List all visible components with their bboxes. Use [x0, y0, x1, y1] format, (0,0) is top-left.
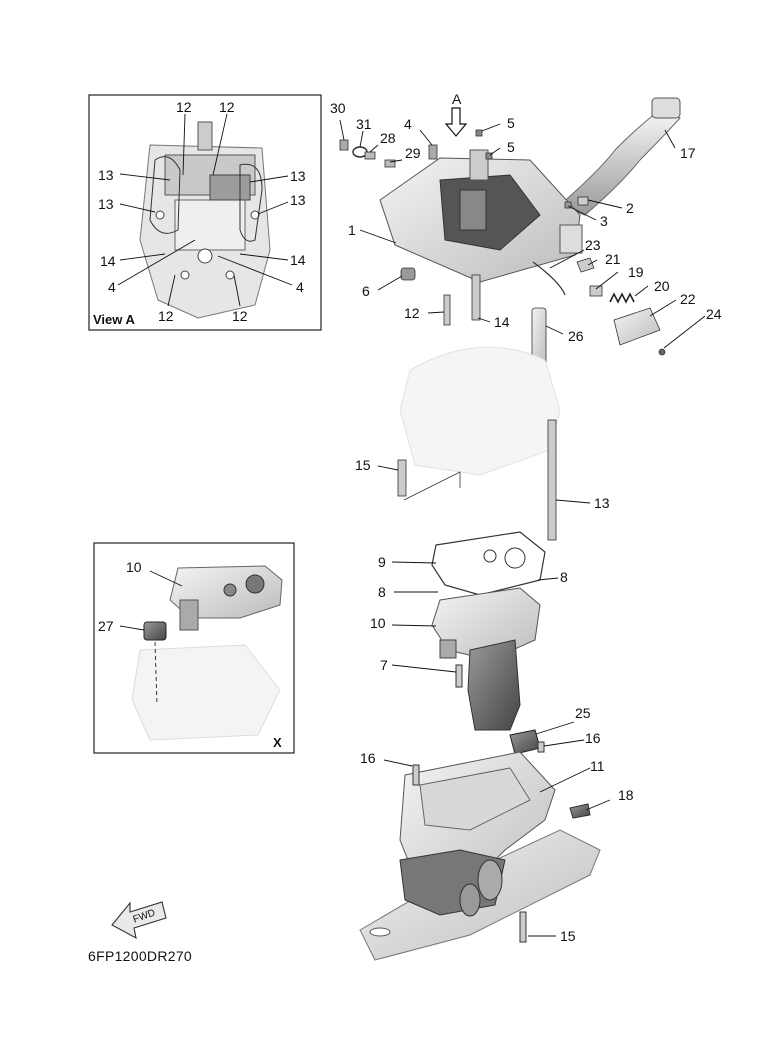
drawing-code: 6FP1200DR270 — [88, 948, 192, 964]
callout-8b: 8 — [560, 569, 568, 585]
view-x-ghost-housing — [131, 644, 281, 741]
callout-13: 13 — [594, 495, 610, 511]
callout-a-4b: 4 — [296, 279, 304, 295]
view-a-inset — [88, 94, 322, 331]
callout-26: 26 — [568, 328, 584, 344]
callout-16b: 16 — [360, 750, 376, 766]
view-x-inset — [93, 542, 295, 754]
callout-a-13d: 13 — [290, 192, 306, 208]
callout-4: 4 — [404, 116, 412, 132]
callout-24: 24 — [706, 306, 722, 322]
callout-a-13b: 13 — [290, 168, 306, 184]
callout-a-12a: 12 — [176, 99, 192, 115]
callout-a-14a: 14 — [100, 253, 116, 269]
long-bolts — [397, 419, 557, 541]
callout-5a: 5 — [507, 115, 515, 131]
callout-8a: 8 — [378, 584, 386, 600]
view-a-plate — [139, 121, 271, 319]
callout-17: 17 — [680, 145, 696, 161]
callout-3: 3 — [600, 213, 608, 229]
callout-6: 6 — [362, 283, 370, 299]
gasket — [431, 531, 546, 596]
small-parts — [339, 129, 666, 365]
callout-25: 25 — [575, 705, 591, 721]
upper-casing — [379, 149, 583, 283]
callout-30: 30 — [330, 100, 346, 116]
seal — [509, 729, 545, 755]
callout-14: 14 — [494, 314, 510, 330]
callout-a-4a: 4 — [108, 279, 116, 295]
callout-a-12c: 12 — [158, 308, 174, 324]
view-direction-arrow — [444, 107, 468, 137]
callout-1: 1 — [348, 222, 356, 238]
main-leaders — [339, 119, 706, 937]
callout-21: 21 — [605, 251, 621, 267]
callout-12: 12 — [404, 305, 420, 321]
callout-16a: 16 — [585, 730, 601, 746]
exhaust-pipe — [559, 97, 681, 216]
view-direction-label: A — [452, 91, 462, 107]
callout-a-12d: 12 — [232, 308, 248, 324]
spring-20 — [609, 292, 635, 304]
fwd-arrow — [111, 901, 167, 940]
callout-10: 10 — [370, 615, 386, 631]
callout-31: 31 — [356, 116, 372, 132]
callout-9: 9 — [378, 554, 386, 570]
callout-2: 2 — [626, 200, 634, 216]
ghost-engine-block — [399, 346, 561, 476]
view-x-upper-housing — [169, 565, 283, 631]
callout-20: 20 — [654, 278, 670, 294]
callout-23: 23 — [585, 237, 601, 253]
callout-28: 28 — [380, 130, 396, 146]
callout-15a: 15 — [355, 457, 371, 473]
callout-22: 22 — [680, 291, 696, 307]
callout-a-13a: 13 — [98, 167, 114, 183]
callout-29: 29 — [405, 145, 421, 161]
callout-15b: 15 — [560, 928, 576, 944]
callout-5b: 5 — [507, 139, 515, 155]
callout-a-12b: 12 — [219, 99, 235, 115]
callout-x-10: 10 — [126, 559, 142, 575]
lower-housing — [359, 751, 601, 961]
exhaust-guide — [431, 587, 541, 731]
callout-a-13c: 13 — [98, 196, 114, 212]
callout-a-14b: 14 — [290, 252, 306, 268]
callout-11: 11 — [590, 758, 605, 774]
view-x-title: X — [273, 735, 282, 750]
bearing-27 — [143, 621, 167, 706]
view-a-leaders — [117, 113, 293, 307]
callout-19: 19 — [628, 264, 644, 280]
view-a-title: View A — [93, 312, 135, 327]
callout-7: 7 — [380, 657, 388, 673]
callout-x-27: 27 — [98, 618, 114, 634]
callout-18: 18 — [618, 787, 634, 803]
